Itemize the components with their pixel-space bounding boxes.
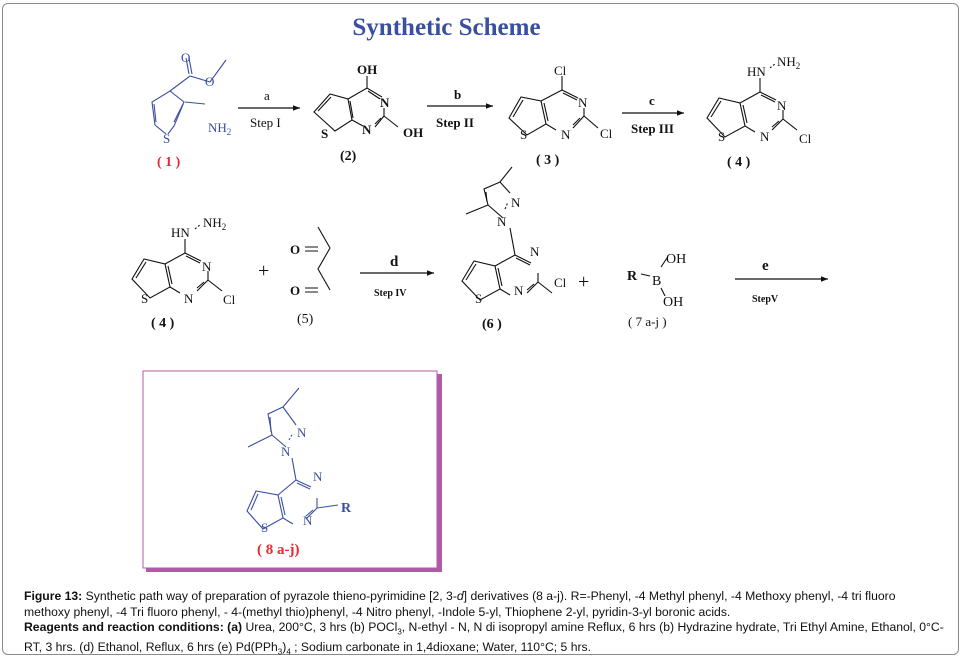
c2-atom-n1: N [362, 122, 372, 137]
c8-atom-s: S [261, 520, 268, 535]
caption-description: Figure 13: Synthetic path way of prepara… [24, 589, 944, 620]
product-box [142, 370, 442, 572]
c4a-atom-n3: N [777, 98, 787, 113]
c7-atom-oh-bottom: OH [663, 295, 683, 310]
c4a-atom-n1: N [760, 129, 770, 144]
caption-conditions-label: Reagents and reaction conditions: [24, 620, 224, 634]
compound-8 [246, 387, 339, 530]
c8-atom-pz-n1: N [281, 444, 291, 459]
c7-atom-r: R [627, 269, 638, 284]
step-5-label: StepV [752, 294, 779, 305]
caption-conditions: Reagents and reaction conditions: (a) Ur… [24, 620, 944, 660]
caption-sub-pd: 4 [286, 647, 291, 657]
compound-5 [305, 226, 331, 293]
synthetic-scheme: O O S NH2 ( 1 ) a Step I OH N N OH S (2)… [131, 50, 828, 572]
compound-6 [461, 166, 553, 301]
c3-atom-n3: N [578, 95, 588, 110]
step-2-label: Step II [436, 115, 474, 130]
c4a-atom-cl: Cl [799, 131, 812, 146]
scheme-title: Synthetic Scheme [352, 14, 541, 41]
c2-atom-oh-top: OH [357, 62, 377, 77]
c8-atom-r: R [341, 501, 352, 516]
c6-atom-cl: Cl [554, 275, 567, 290]
caption-paren-close: ) [282, 639, 287, 654]
caption-condition-a-label: (a) [227, 620, 243, 634]
compound-7-label: ( 7 a-j ) [628, 314, 667, 329]
c4b-atom-n3: N [202, 259, 212, 274]
caption-condition-e: ; Sodium carbonate in 1,4dioxane; Water,… [290, 639, 592, 654]
c2-atom-oh-right: OH [403, 125, 423, 140]
c1-atom-s: S [163, 131, 170, 146]
c8-atom-n3: N [313, 469, 323, 484]
compound-8-label: ( 8 a-j) [257, 542, 299, 558]
caption-sub-pph: 3 [277, 647, 283, 657]
caption-text-part-1: Synthetic path way of preparation of pyr… [82, 589, 457, 603]
compound-1-label: ( 1 ) [157, 155, 181, 170]
compound-2-label: (2) [340, 149, 357, 164]
compound-2 [313, 76, 399, 132]
figure-caption: Figure 13: Synthetic path way of prepara… [24, 589, 944, 660]
reagent-b: b [454, 87, 461, 102]
compound-4-bottom [131, 223, 223, 299]
compound-4-top-label: ( 4 ) [727, 155, 751, 170]
caption-figure-label: Figure 13: [24, 589, 83, 603]
reagent-e: e [762, 258, 769, 274]
c3-atom-s: S [520, 127, 527, 142]
reagent-c: c [649, 93, 655, 108]
compound-7 [640, 257, 668, 297]
c3-atom-cl-top: Cl [554, 63, 567, 78]
c7-atom-b: B [652, 274, 661, 289]
c6-atom-n3: N [530, 244, 540, 259]
c1-atom-o-ester: O [205, 74, 214, 89]
c4b-atom-cl: Cl [223, 292, 236, 307]
arrow-step-2: b Step II [427, 87, 493, 130]
step-1-label: Step I [250, 115, 281, 130]
c7-atom-oh-top: OH [666, 252, 686, 267]
caption-condition-a: Urea, 200°C, 3 hrs (b) POCl [242, 620, 398, 634]
c4a-atom-s: S [718, 129, 725, 144]
arrow-step-3: c Step III [622, 93, 684, 136]
c8-atom-pz-n2: N [297, 425, 307, 440]
plus-sign-2: + [578, 271, 589, 293]
c6-atom-n1: N [514, 283, 524, 298]
reagent-a: a [264, 88, 270, 103]
caption-text-part-2: ] derivatives (8 a-j). R=-Phenyl, -4 Met… [24, 589, 896, 619]
c4b-atom-hn: HN [171, 225, 190, 240]
c2-atom-n3: N [380, 95, 390, 110]
reagent-d: d [390, 254, 399, 270]
c6-atom-s: S [475, 291, 482, 306]
compound-3-label: ( 3 ) [536, 153, 560, 168]
c6-atom-pz-n2: N [511, 195, 521, 210]
arrow-step-5: e StepV [735, 258, 828, 305]
plus-sign-1: + [258, 260, 269, 282]
c4a-atom-hn: HN [747, 64, 766, 79]
c5-atom-o-top: O [290, 242, 300, 257]
compound-3 [508, 76, 599, 136]
caption-sub-pocl: 3 [397, 627, 402, 637]
c3-atom-n1: N [561, 127, 571, 142]
c4a-atom-nh2: NH2 [777, 54, 800, 71]
c4b-atom-n1: N [184, 291, 194, 306]
arrow-step-4: d Step IV [360, 254, 434, 299]
c8-atom-n1: N [303, 513, 313, 528]
c1-atom-o-carbonyl: O [181, 50, 190, 65]
arrow-step-1: a Step I [238, 88, 300, 130]
compound-4-bottom-label: ( 4 ) [151, 316, 175, 331]
compound-4-top [706, 62, 798, 138]
caption-condition-b-d: , N-ethyl - N, N di isopropyl amine Refl… [24, 620, 944, 654]
c6-atom-pz-n1: N [497, 214, 507, 229]
compound-5-label: (5) [297, 312, 314, 327]
step-4-label: Step IV [374, 288, 407, 299]
c1-atom-nh2: NH2 [208, 120, 231, 137]
c4b-atom-nh2: NH2 [203, 215, 226, 232]
compound-1 [151, 57, 227, 135]
caption-italic-d: d [456, 589, 464, 603]
c3-atom-cl-right: Cl [600, 126, 613, 141]
step-3-label: Step III [631, 121, 674, 136]
c4b-atom-s: S [141, 291, 148, 306]
c2-atom-s: S [321, 126, 328, 141]
compound-6-label: (6 ) [482, 317, 502, 332]
c5-atom-o-bottom: O [290, 283, 300, 298]
